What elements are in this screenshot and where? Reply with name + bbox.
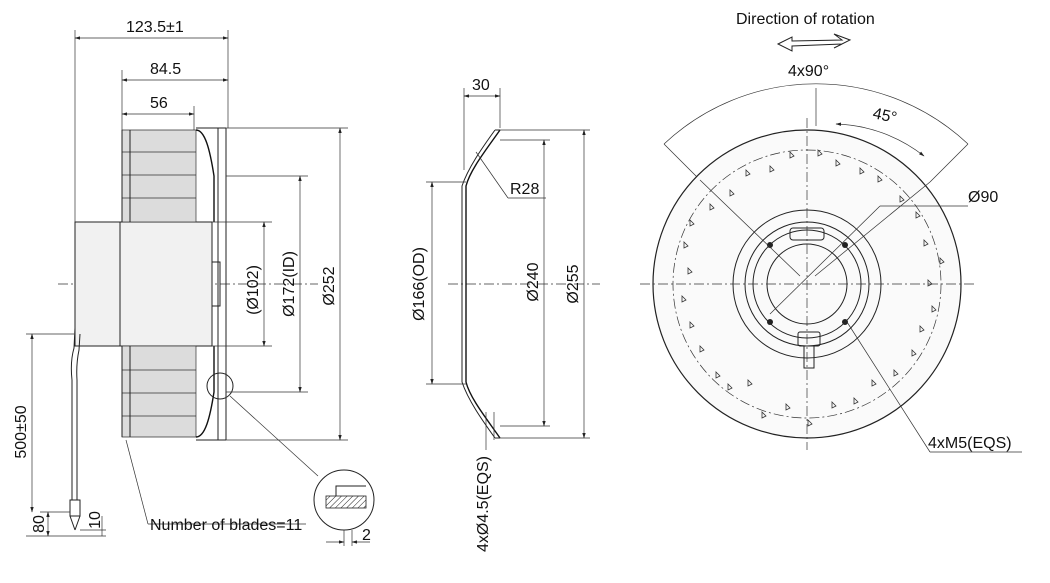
blades-note: Number of blades=11 [150,517,302,534]
angle-arc [663,83,969,145]
dim-detail-2: 2 [362,527,371,544]
screw-hole [767,242,773,248]
screws-note: 4xM5(EQS) [928,435,1012,452]
rotation-arrow-icon [776,33,852,52]
motor-core [119,221,213,347]
upper-blades [121,129,197,223]
blade-markers [681,149,945,427]
motor-hub [74,221,121,347]
inlet-profile [465,129,501,439]
screw-hole [842,319,848,325]
dim-total-length: 123.5±1 [126,19,184,36]
side-view: 123.5±1 84.5 56 (Ø102) Ø172(ID) Ø252 500… [13,19,375,546]
inlet-ring-view: 30 R28 Ø166(OD) Ø240 Ø255 4xØ4.5(EQS) [411,77,600,552]
dim-length-56: 56 [150,95,168,112]
front-view: Direction of rotation 4x90° 45° Ø90 4xM5… [640,11,1022,453]
dim-255: Ø255 [565,264,582,303]
screw-hole [842,242,848,248]
dim-cable-80: 80 [31,515,48,533]
dim-cable-10: 10 [87,511,104,529]
upper-shroud [195,129,215,222]
lower-shroud [195,346,215,438]
rotation-label: Direction of rotation [736,11,875,28]
dim-90: Ø90 [968,189,998,206]
dim-id-172: Ø172(ID) [281,251,298,317]
motor-cap [211,261,221,307]
dim-length-845: 84.5 [150,61,181,78]
dim-inner-102: (Ø102) [245,265,262,315]
angle-4x90: 4x90° [788,63,829,80]
detail-circle [206,372,234,400]
dim-depth-30: 30 [472,77,490,94]
cable [70,327,76,500]
dim-holes: 4xØ4.5(EQS) [475,456,492,552]
lower-blades [121,345,197,438]
dim-outer-252: Ø252 [321,266,338,305]
angle-45: 45° [871,105,898,127]
screw-hole [767,319,773,325]
dim-cable-length: 500±50 [13,405,30,458]
dim-od-166: Ø166(OD) [411,247,428,321]
cable-end [69,499,81,517]
dim-radius: R28 [510,181,539,198]
dim-240: Ø240 [525,262,542,301]
